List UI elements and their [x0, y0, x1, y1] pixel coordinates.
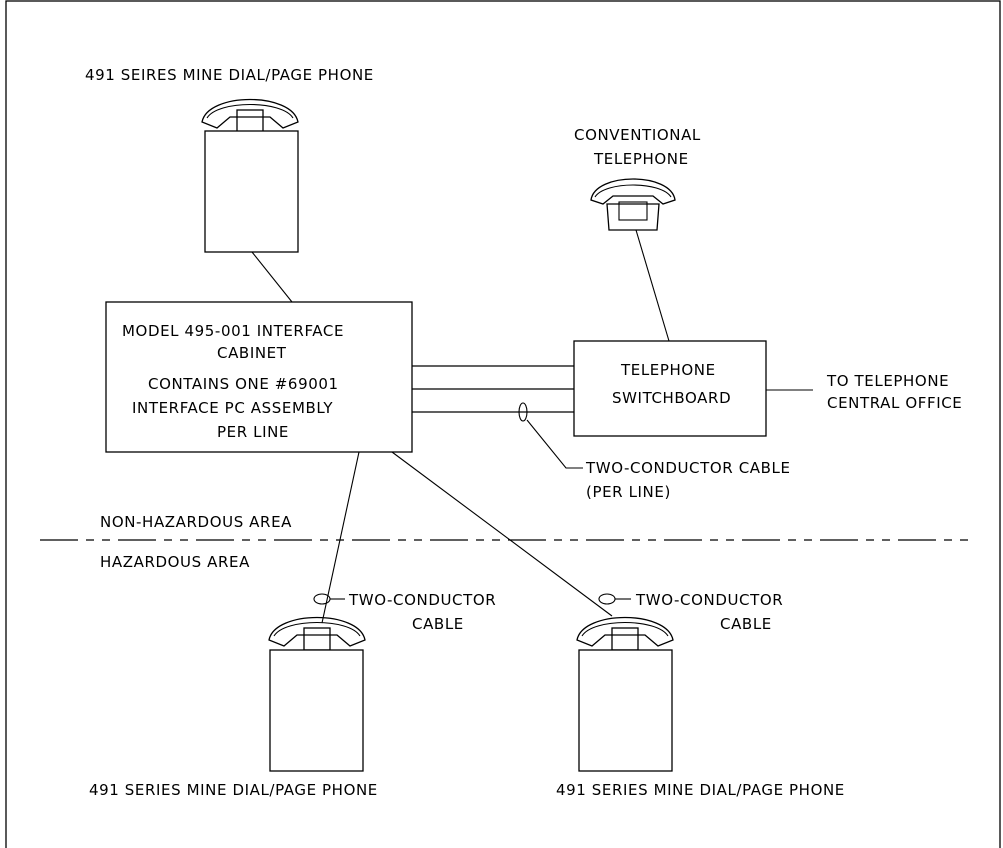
switchboard-label-1: TELEPHONE	[620, 361, 716, 379]
conventional-phone-label-2: TELEPHONE	[593, 150, 689, 168]
switchboard-label-2: SWITCHBOARD	[612, 389, 731, 407]
top-phone-label: 491 SEIRES MINE DIAL/PAGE PHONE	[85, 66, 374, 84]
central-office-label-2: CENTRAL OFFICE	[827, 394, 962, 412]
bottom-right-phone-box	[578, 649, 673, 772]
trunk-cable-callout: TWO-CONDUCTOR CABLE (PER LINE)	[518, 402, 791, 501]
desk-telephone-icon	[590, 178, 676, 231]
switchboard-box	[573, 340, 767, 437]
cabinet-label-3: CONTAINS ONE #69001	[148, 375, 339, 393]
hazardous-area-label: HAZARDOUS AREA	[100, 553, 250, 571]
bottom-left-cable-label-2: CABLE	[412, 615, 464, 633]
trunk-cable-label-1: TWO-CONDUCTOR CABLE	[585, 459, 791, 477]
conventional-phone-label-1: CONVENTIONAL	[574, 126, 701, 144]
non-hazardous-area-label: NON-HAZARDOUS AREA	[100, 513, 292, 531]
top-phone-handset-icon	[201, 98, 299, 133]
area-boundary: NON-HAZARDOUS AREA HAZARDOUS AREA	[40, 513, 972, 571]
bottom-left-phone-label: 491 SERIES MINE DIAL/PAGE PHONE	[89, 781, 378, 799]
cabinet-label-4: INTERFACE PC ASSEMBLY	[132, 399, 333, 417]
central-office-label-1: TO TELEPHONE	[826, 372, 949, 390]
drawing-border	[5, 0, 1001, 848]
cabinet-label-1: MODEL 495-001 INTERFACE	[122, 322, 344, 340]
bottom-left-phone-box	[269, 649, 364, 772]
cabinet-label-2: CABINET	[217, 344, 287, 362]
conventional-telephone: CONVENTIONAL TELEPHONE	[574, 126, 701, 231]
top-mine-phone: 491 SEIRES MINE DIAL/PAGE PHONE	[85, 66, 374, 253]
connection-lines	[251, 229, 813, 624]
bottom-right-mine-phone: TWO-CONDUCTOR CABLE 491 SERIES MINE DIAL…	[556, 591, 845, 799]
bottom-right-phone-label: 491 SERIES MINE DIAL/PAGE PHONE	[556, 781, 845, 799]
bottom-left-handset-icon	[268, 616, 366, 651]
interface-cabinet-box	[105, 301, 413, 453]
bottom-left-mine-phone: TWO-CONDUCTOR CABLE 491 SERIES MINE DIAL…	[89, 591, 496, 799]
bottom-left-cable-label-1: TWO-CONDUCTOR	[348, 591, 496, 609]
bottom-right-cable-label-1: TWO-CONDUCTOR	[635, 591, 783, 609]
cabinet-label-5: PER LINE	[217, 423, 289, 441]
trunk-cable-label-2: (PER LINE)	[586, 483, 671, 501]
telephone-switchboard: TELEPHONE SWITCHBOARD	[573, 340, 767, 437]
bottom-right-cable-label-2: CABLE	[720, 615, 772, 633]
bottom-right-handset-icon	[576, 616, 674, 651]
interface-cabinet: MODEL 495-001 INTERFACE CABINET CONTAINS…	[105, 301, 413, 453]
top-phone-box	[204, 130, 299, 253]
